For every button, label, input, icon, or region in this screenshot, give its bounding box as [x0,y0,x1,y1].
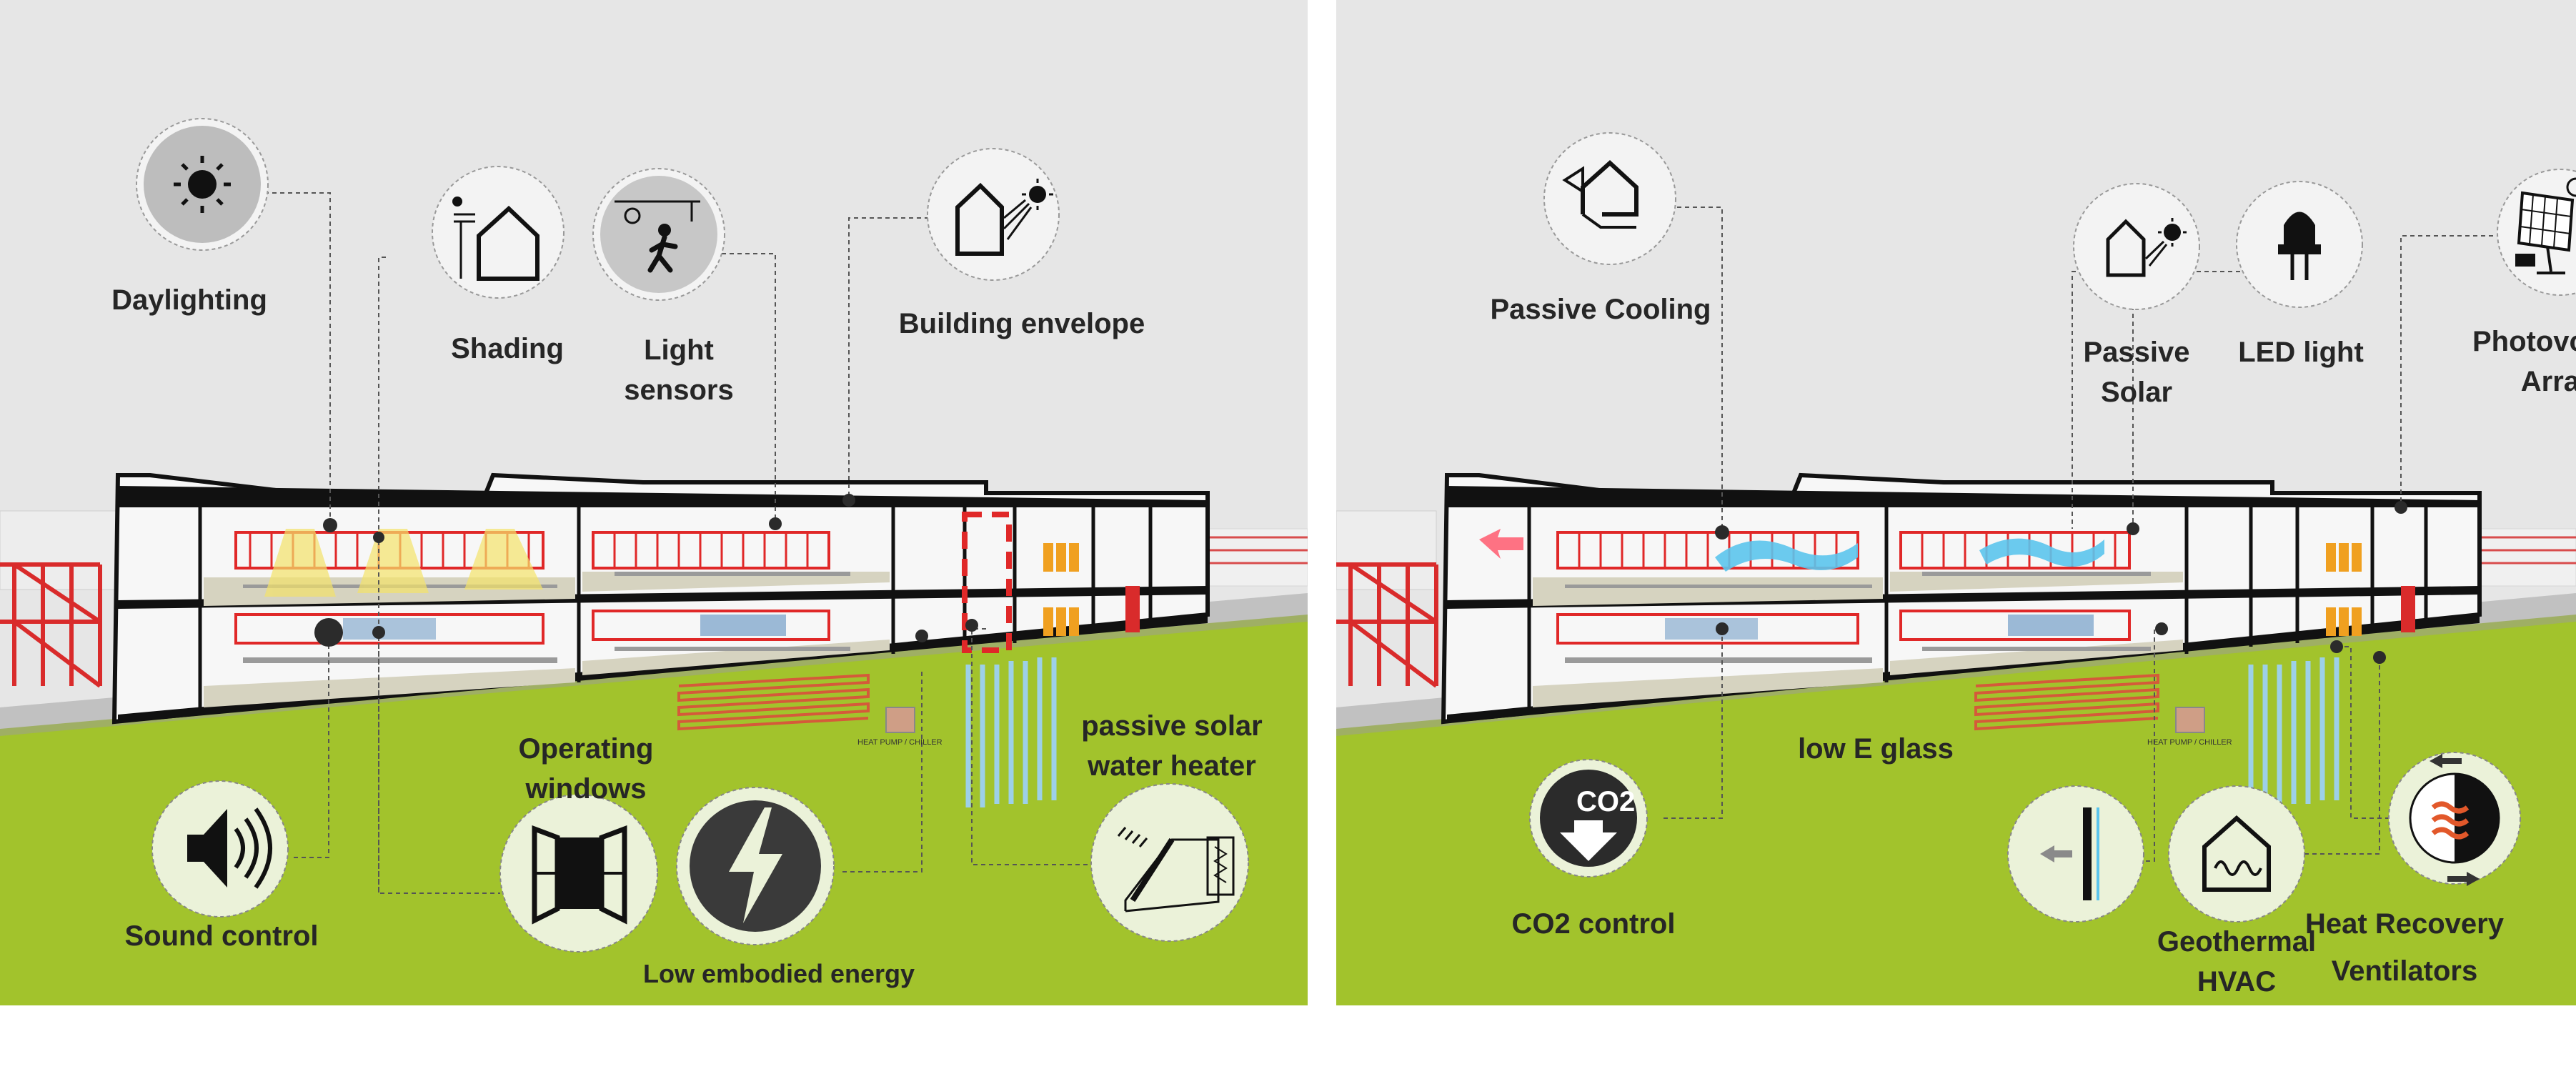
heat-pump-unit [885,707,915,733]
led-icon [2236,181,2363,308]
daylighting-label: Daylighting [111,284,267,316]
light-sensors-label: Light sensors [624,334,734,406]
geothermal-wells [965,657,1057,807]
speaker-icon [151,780,289,918]
leader-lines [264,192,1122,894]
geothermal-icon [2168,785,2305,923]
shading-label: Shading [451,333,564,364]
solar-water-heater-icon [1090,783,1249,942]
heat-pump-annotation: HEAT PUMP / CHILLER [2147,738,2232,747]
low-embodied-energy-label: Low embodied energy [642,959,915,988]
sound-control-label: Sound control [124,920,319,952]
ground-heat-loop [1974,673,2159,731]
heat-recovery-icon [2388,752,2521,886]
co2-icon: CO2 [1529,759,1648,877]
low-e-glass-icon [2007,785,2144,923]
ground-heat-loop [677,673,870,731]
low-e-glass-label: low E glass [1798,733,1954,765]
co2-badge-text: CO2 [1576,786,1635,817]
heat-pump-annotation: HEAT PUMP / CHILLER [857,738,943,747]
left-building-section [0,0,1308,1005]
building [1441,472,2482,725]
passive-cooling-airflow [1479,529,2104,572]
motion-sensor-icon [592,168,725,301]
passive-solar-icon [2073,183,2200,310]
photovoltaic-array-label: Photovoltaic Array [2472,326,2576,397]
passive-cooling-icon [1543,132,1676,265]
house-shading-icon [432,166,565,299]
left-panel-diagram: Daylighting Shading Light sensors Buildi… [0,0,1308,1005]
operating-windows-label: Operating windows [518,733,654,805]
heat-pump-unit [2175,707,2205,733]
solar-panel-icon [2497,169,2576,296]
background-buildings [1336,510,2576,688]
lightning-icon [676,787,835,945]
co2-control-label: CO2 control [1511,908,1676,940]
building-envelope-icon [927,148,1060,281]
right-building-section: CO2 [1336,0,2576,1005]
geothermal-hvac-label: Geothermal HVAC [2157,926,2317,998]
daylight-cones [264,529,543,597]
building-envelope-label: Building envelope [898,308,1145,339]
window-icon [499,794,658,953]
led-light-label: LED light [2238,337,2364,368]
passive-solar-label: Passive Solar [2083,337,2190,408]
passive-solar-water-heater-label: passive solar water heater [1081,710,1263,782]
sun-icon [136,118,269,251]
right-panel-diagram: CO2 Passive Cooling Passive Solar LED li… [1336,0,2576,1005]
passive-cooling-label: Passive Cooling [1490,294,1711,325]
heat-recovery-ventilators-label: Heat Recovery Ventilators [2305,908,2504,987]
geothermal-wells [2248,657,2339,807]
